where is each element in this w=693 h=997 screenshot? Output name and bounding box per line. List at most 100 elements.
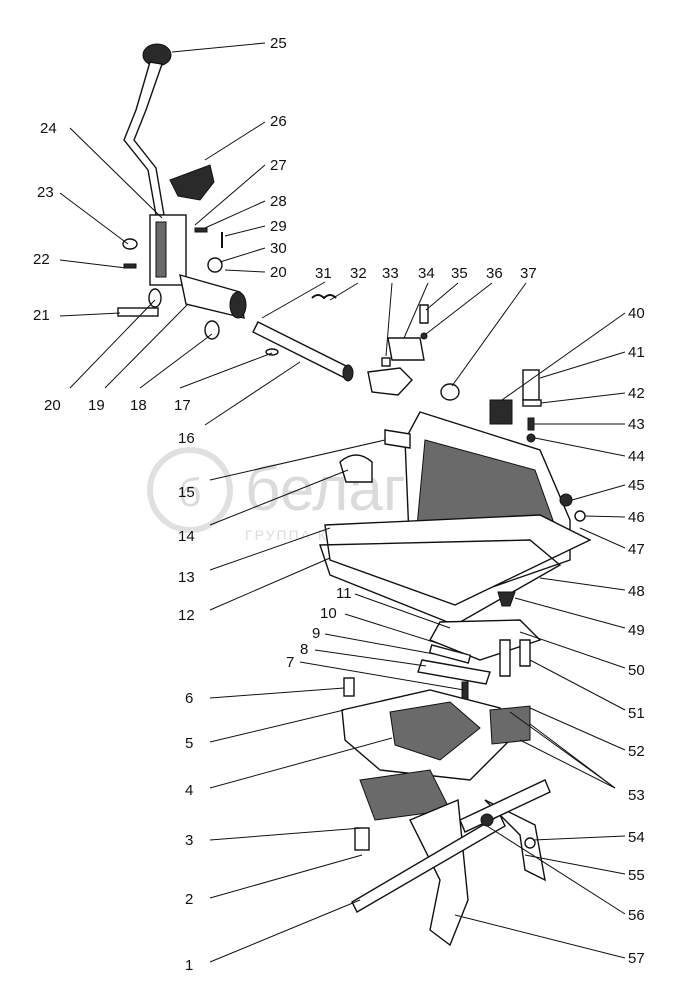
lever-rod bbox=[123, 61, 165, 216]
bolt-21 bbox=[117, 307, 159, 317]
leader-47 bbox=[579, 527, 626, 549]
leader-35 bbox=[425, 282, 459, 311]
callout-13: 13 bbox=[178, 569, 195, 586]
breather-40 bbox=[489, 399, 513, 425]
callout-30: 30 bbox=[270, 240, 287, 257]
callout-55: 55 bbox=[628, 867, 645, 884]
callout-20-lower: 20 bbox=[44, 397, 61, 414]
spring-43 bbox=[527, 417, 535, 431]
callout-24: 24 bbox=[40, 120, 57, 137]
callout-32: 32 bbox=[350, 265, 367, 282]
stud-7 bbox=[461, 681, 469, 701]
callout-15: 15 bbox=[178, 484, 195, 501]
leader-33 bbox=[385, 282, 393, 357]
callout-25: 25 bbox=[270, 35, 287, 52]
lever-shaft-end bbox=[229, 291, 247, 319]
washer-42 bbox=[522, 399, 542, 407]
callout-35: 35 bbox=[451, 265, 468, 282]
callout-9: 9 bbox=[312, 625, 320, 642]
callout-3: 3 bbox=[185, 832, 193, 849]
leader-51 bbox=[529, 659, 626, 711]
leader-22 bbox=[59, 259, 127, 269]
plug-45 bbox=[559, 493, 573, 507]
leader-3 bbox=[209, 827, 363, 841]
callout-2: 2 bbox=[185, 891, 193, 908]
leader-17 bbox=[179, 352, 273, 389]
callout-19: 19 bbox=[88, 397, 105, 414]
callout-36: 36 bbox=[486, 265, 503, 282]
leader-41 bbox=[539, 351, 626, 379]
selector-assembly bbox=[341, 689, 551, 947]
callout-21: 21 bbox=[33, 307, 50, 324]
callout-20-upper: 20 bbox=[270, 264, 287, 281]
leader-8 bbox=[314, 649, 427, 667]
callout-37: 37 bbox=[520, 265, 537, 282]
leader-52 bbox=[529, 707, 626, 751]
bolt-35 bbox=[419, 304, 429, 324]
nut-49 bbox=[497, 591, 516, 607]
lever-housing-slot bbox=[155, 221, 167, 278]
callout-34: 34 bbox=[418, 265, 435, 282]
callout-47: 47 bbox=[628, 541, 645, 558]
spring-32 bbox=[311, 294, 337, 300]
callout-45: 45 bbox=[628, 477, 645, 494]
leader-45 bbox=[571, 484, 626, 501]
callout-5: 5 bbox=[185, 735, 193, 752]
leader-11 bbox=[354, 593, 451, 629]
leader-56 bbox=[486, 825, 626, 915]
callout-16: 16 bbox=[178, 430, 195, 447]
rail-2 bbox=[351, 814, 506, 913]
leader-48 bbox=[539, 577, 626, 591]
callout-6: 6 bbox=[185, 690, 193, 707]
blocks-52 bbox=[489, 705, 531, 745]
leader-49 bbox=[514, 597, 626, 629]
bolt-50 bbox=[499, 639, 511, 677]
washer-36 bbox=[420, 332, 428, 340]
callout-labels: 25 24 26 27 23 28 29 30 22 20 31 32 33 3… bbox=[33, 35, 645, 974]
leader-53c bbox=[519, 739, 616, 789]
callout-10: 10 bbox=[320, 605, 337, 622]
leader-2 bbox=[209, 854, 363, 899]
leader-29 bbox=[224, 225, 266, 237]
pin-28 bbox=[194, 227, 208, 233]
callout-14: 14 bbox=[178, 528, 195, 545]
callout-18: 18 bbox=[130, 397, 147, 414]
shift-rod-assembly bbox=[252, 294, 460, 401]
fork-55 bbox=[484, 799, 546, 882]
leader-25 bbox=[171, 42, 266, 53]
leader-24 bbox=[69, 127, 163, 219]
frame-4-opening bbox=[389, 701, 481, 761]
ring-18 bbox=[204, 320, 220, 340]
leader-20a bbox=[224, 269, 266, 273]
leader-28 bbox=[204, 200, 266, 229]
watermark-logo-letter: б bbox=[179, 471, 202, 515]
callout-8: 8 bbox=[300, 641, 308, 658]
leader-44 bbox=[534, 437, 626, 457]
callout-31: 31 bbox=[315, 265, 332, 282]
pin-54 bbox=[524, 837, 536, 849]
callout-26: 26 bbox=[270, 113, 287, 130]
leader-27 bbox=[194, 164, 266, 226]
callout-57: 57 bbox=[628, 950, 645, 967]
leader-15 bbox=[209, 439, 386, 481]
callout-17: 17 bbox=[174, 397, 191, 414]
callout-22: 22 bbox=[33, 251, 50, 268]
callout-56: 56 bbox=[628, 907, 645, 924]
callout-48: 48 bbox=[628, 583, 645, 600]
leader-40 bbox=[501, 312, 626, 401]
callout-1: 1 bbox=[185, 957, 193, 974]
plug-23 bbox=[122, 238, 138, 250]
pin-22 bbox=[123, 263, 137, 269]
block-3 bbox=[354, 827, 370, 851]
bolt-41 bbox=[522, 369, 540, 401]
callout-4: 4 bbox=[185, 782, 193, 799]
leader-32 bbox=[329, 282, 359, 301]
rail-upper bbox=[459, 779, 551, 833]
leader-57 bbox=[454, 914, 626, 959]
leader-10 bbox=[344, 613, 441, 645]
bolt-6 bbox=[343, 677, 355, 697]
fork-57 bbox=[409, 798, 469, 947]
lever-shaft-body bbox=[179, 274, 245, 319]
